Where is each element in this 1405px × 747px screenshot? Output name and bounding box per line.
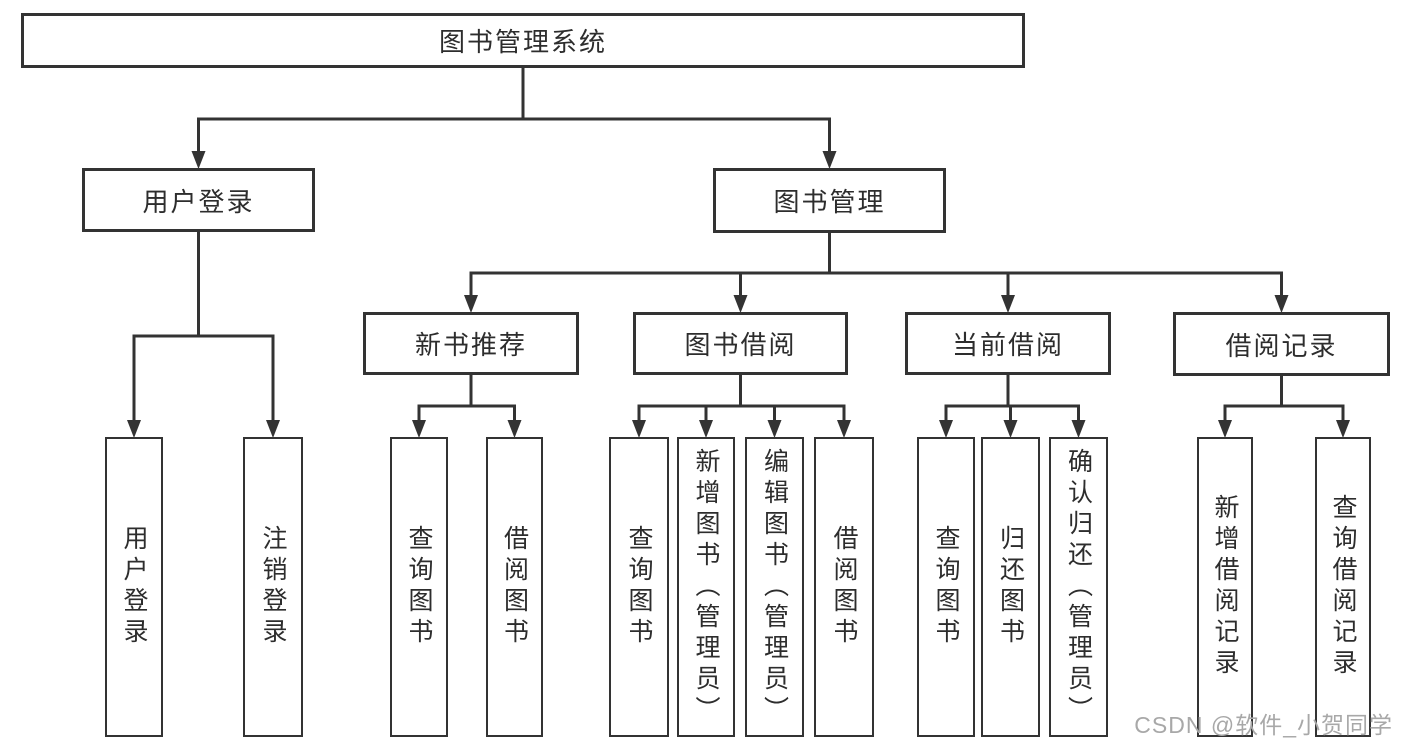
node-login-user: 用户登录 <box>105 437 163 737</box>
node-label-borrow-query: 查询图书 <box>625 525 653 649</box>
node-label-borrow: 图书借阅 <box>684 330 797 360</box>
node-label-login-user: 用户登录 <box>120 525 148 649</box>
node-label-borrow-add: 新增图书（管理员） <box>692 447 720 727</box>
node-records: 借阅记录 <box>1173 312 1390 376</box>
node-borrow-query: 查询图书 <box>609 437 669 737</box>
node-mgmt: 图书管理 <box>713 168 946 233</box>
node-current-query: 查询图书 <box>917 437 975 737</box>
node-rec-query: 查询图书 <box>390 437 448 737</box>
node-borrow: 图书借阅 <box>633 312 848 375</box>
node-label-records: 借阅记录 <box>1225 330 1338 361</box>
node-label-root: 图书管理系统 <box>438 27 607 57</box>
node-label-mgmt: 图书管理 <box>773 187 886 217</box>
node-label-current: 当前借阅 <box>951 330 1064 360</box>
node-login-logout: 注销登录 <box>243 437 303 737</box>
node-label-current-confirm: 确认归还（管理员） <box>1064 447 1093 727</box>
node-label-rec: 新书推荐 <box>414 330 527 360</box>
watermark-text: CSDN @软件_小贺同学 <box>1134 712 1393 738</box>
node-current-return: 归还图书 <box>981 437 1040 737</box>
node-label-rec-borrow: 借阅图书 <box>500 525 529 649</box>
node-root: 图书管理系统 <box>21 13 1025 68</box>
node-borrow-borrow: 借阅图书 <box>814 437 874 737</box>
node-borrow-add: 新增图书（管理员） <box>677 437 735 737</box>
node-login: 用户登录 <box>82 168 315 232</box>
node-borrow-edit: 编辑图书（管理员） <box>745 437 804 737</box>
node-rec: 新书推荐 <box>363 312 579 375</box>
node-label-borrow-borrow: 借阅图书 <box>830 525 858 649</box>
node-label-login: 用户登录 <box>142 186 255 217</box>
node-label-current-return: 归还图书 <box>996 525 1025 649</box>
node-label-login-logout: 注销登录 <box>259 525 287 649</box>
node-current: 当前借阅 <box>905 312 1111 375</box>
node-rec-borrow: 借阅图书 <box>486 437 543 737</box>
node-records-add: 新增借阅记录 <box>1197 437 1253 737</box>
node-label-borrow-edit: 编辑图书（管理员） <box>760 447 789 727</box>
node-label-rec-query: 查询图书 <box>405 525 433 649</box>
node-label-records-query: 查询借阅记录 <box>1329 494 1357 680</box>
node-label-current-query: 查询图书 <box>932 525 960 649</box>
node-label-records-add: 新增借阅记录 <box>1211 494 1239 680</box>
node-records-query: 查询借阅记录 <box>1315 437 1371 737</box>
node-current-confirm: 确认归还（管理员） <box>1049 437 1108 737</box>
